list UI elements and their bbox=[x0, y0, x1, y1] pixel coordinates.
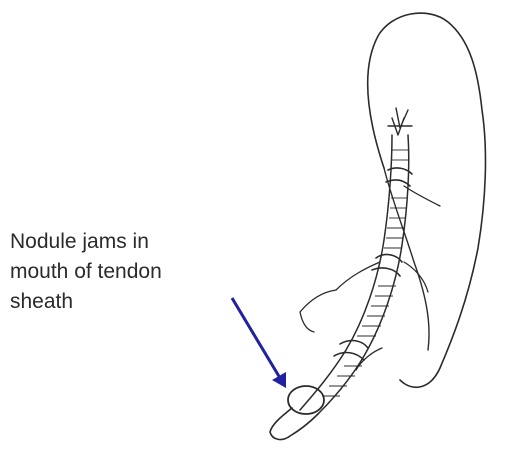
annotation-label: Nodule jams in mouth of tendon sheath bbox=[10, 227, 162, 317]
pulley-a1 bbox=[372, 255, 402, 276]
finger-outline-inner bbox=[384, 168, 429, 350]
annotation-line-1: Nodule jams in bbox=[10, 227, 162, 257]
tendon-sheath-left bbox=[300, 135, 392, 410]
tendon-insertion bbox=[388, 108, 412, 135]
annotation-line-3: sheath bbox=[10, 287, 162, 317]
tendon-nodule bbox=[288, 386, 324, 414]
annotation-line-2: mouth of tendon bbox=[10, 257, 162, 287]
palm-edge bbox=[300, 290, 336, 332]
arrow-icon bbox=[232, 298, 286, 388]
finger-outline bbox=[368, 13, 486, 387]
branch-right bbox=[404, 186, 440, 292]
